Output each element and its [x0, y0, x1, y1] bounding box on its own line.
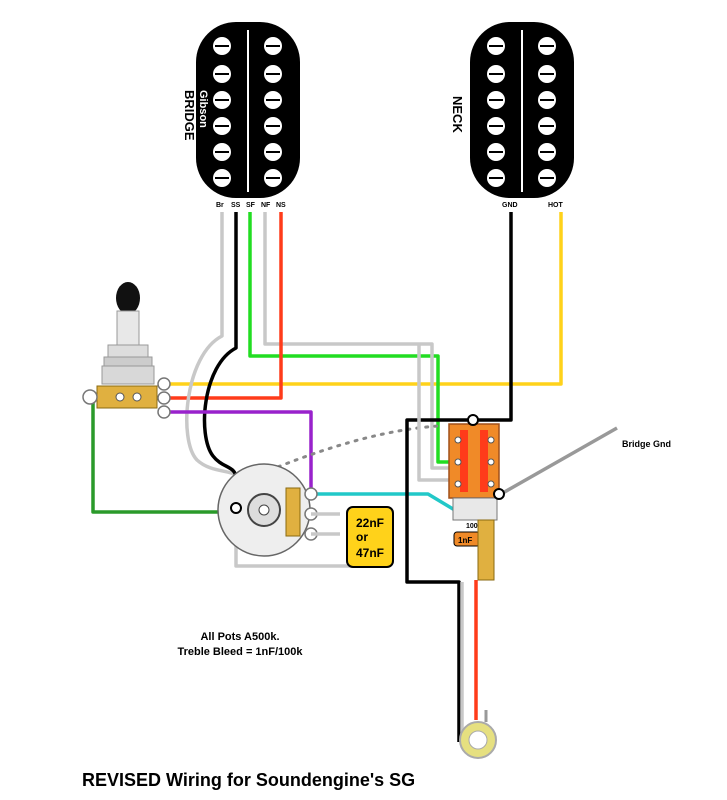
- output-jack: [459, 710, 497, 759]
- wire-gray-lower: [417, 344, 458, 482]
- bridge-pickup-label: BRIDGE: [182, 90, 197, 141]
- wire-dotted: [268, 424, 440, 472]
- notes-line2: Treble Bleed = 1nF/100k: [177, 646, 303, 658]
- tone-capacitor: 22nF or 47nF: [346, 506, 394, 568]
- bridge-lead-sf: SF: [246, 202, 256, 209]
- volume-pot: 100k 1nF: [448, 414, 505, 581]
- neck-lead-hot: HOT: [548, 202, 564, 209]
- diagram-title: REVISED Wiring for Soundengine's SG: [82, 770, 415, 790]
- wire-bridge-br: [185, 212, 352, 568]
- wire-switch-out: [160, 410, 313, 494]
- cap-line1: 22nF: [356, 516, 384, 530]
- wire-bridge-ns: [160, 212, 283, 400]
- bridge-lead-ss: SS: [231, 202, 241, 209]
- wire-ground-bus: [405, 418, 473, 742]
- wire-neck-gnd: [473, 212, 513, 422]
- bridge-pickup: Gibson BRIDGE Br SS SF NF NS: [182, 22, 300, 209]
- tone-pot: [217, 463, 340, 557]
- bridge-gnd-label: Bridge Gnd: [622, 439, 671, 449]
- neck-pickup: NECK GND HOT: [450, 22, 574, 209]
- pickup-selector-switch: [82, 282, 171, 419]
- wire-jack-gray: [460, 582, 465, 742]
- treble-bleed-cap: 1nF: [458, 536, 472, 545]
- neck-pickup-label: NECK: [450, 96, 465, 133]
- cap-line3: 47nF: [356, 546, 384, 560]
- bridge-lead-ns: NS: [276, 202, 286, 209]
- wire-bridge-ss: [202, 212, 238, 479]
- wire-teal: [313, 492, 459, 514]
- bridge-lead-nf: NF: [261, 202, 271, 209]
- treble-bleed-resistor: 100k: [466, 523, 482, 530]
- bridge-lead-br: Br: [216, 202, 224, 209]
- wire-bridge-gnd: [500, 426, 618, 496]
- wires: [91, 212, 618, 742]
- wire-bridge-sf: [248, 212, 458, 464]
- neck-lead-gnd: GND: [502, 202, 518, 209]
- wire-neck-hot: [163, 212, 563, 386]
- bridge-brand-label: Gibson: [197, 90, 209, 128]
- wire-switch-gnd: [91, 397, 232, 514]
- cap-line2: or: [356, 530, 368, 544]
- wire-bridge-nf: [263, 212, 458, 470]
- notes-line1: All Pots A500k.: [200, 631, 279, 643]
